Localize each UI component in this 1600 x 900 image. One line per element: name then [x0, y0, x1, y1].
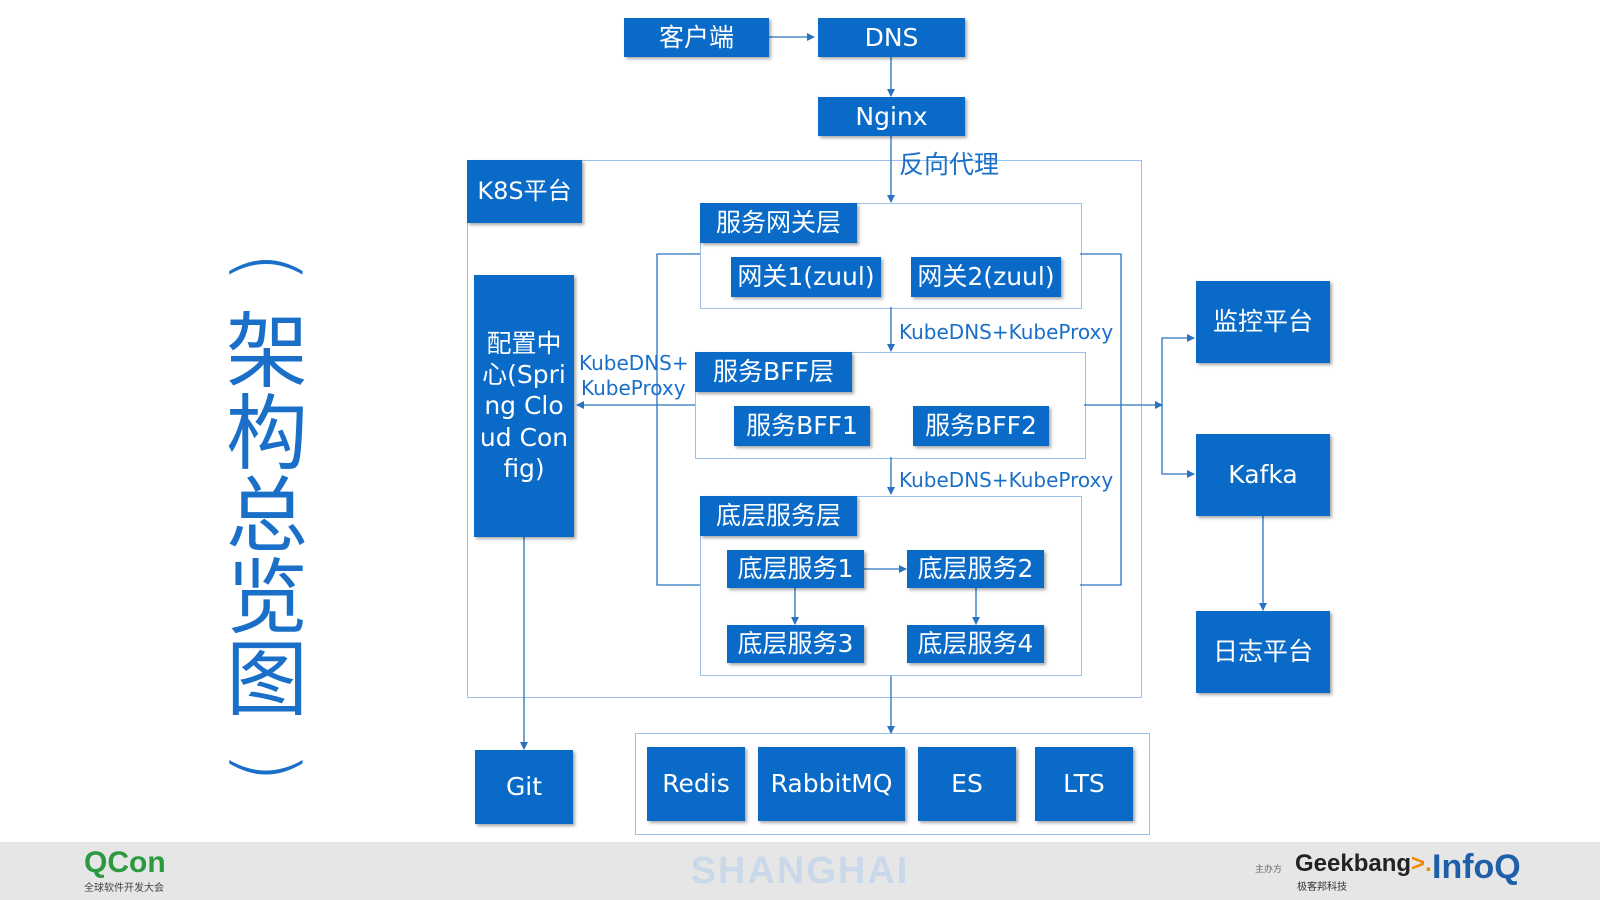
- base-layer-frame: [700, 496, 1082, 676]
- lts-label: LTS: [1063, 769, 1105, 798]
- geekbang-arrow: >.: [1411, 850, 1432, 877]
- qcon-logo: QCon: [84, 846, 166, 879]
- base1-label: 底层服务1: [737, 554, 854, 583]
- vertical-title: ( 架 构 总 览 图 ): [220, 222, 315, 783]
- host-label: 主办方: [1255, 865, 1283, 875]
- config-center-label: 配置中心(Spring Cloud Config): [479, 328, 569, 483]
- kube-config-label-1: KubeDNS+: [579, 351, 689, 375]
- git-label: Git: [505, 772, 543, 801]
- dns-node: DNS: [818, 18, 965, 57]
- bff2-node: 服务BFF2: [913, 406, 1049, 446]
- bff1-label: 服务BFF1: [746, 411, 858, 440]
- reverse-proxy-label: 反向代理: [899, 150, 1000, 179]
- geekbang-logo: Geekbang>.: [1295, 852, 1432, 876]
- title-char-3: 总: [225, 469, 308, 564]
- dns-label: DNS: [864, 22, 919, 52]
- kube-label-1: KubeDNS+KubeProxy: [899, 320, 1114, 344]
- base2-label: 底层服务2: [917, 554, 1034, 583]
- lts-node: LTS: [1035, 747, 1133, 821]
- base1-node: 底层服务1: [727, 550, 864, 588]
- bff2-label: 服务BFF2: [925, 411, 1037, 440]
- kafka-node: Kafka: [1196, 434, 1330, 516]
- monitor-label: 监控平台: [1212, 307, 1313, 336]
- client-label: 客户端: [658, 22, 734, 52]
- edge-layers-config: [577, 253, 700, 586]
- base-layer-title: 底层服务层: [700, 496, 857, 536]
- redis-label: Redis: [662, 769, 730, 798]
- bff-layer-title: 服务BFF层: [695, 352, 852, 392]
- es-label: ES: [951, 769, 983, 798]
- edge-layers-right: [1080, 253, 1162, 586]
- kafka-label: Kafka: [1228, 460, 1298, 489]
- footer-bar: QCon 全球软件开发大会 SHANGHAI 主办方 Geekbang>. 极客…: [0, 842, 1600, 900]
- nginx-label: Nginx: [855, 101, 928, 131]
- geekbang-subtitle: 极客邦科技: [1297, 882, 1347, 893]
- config-center-node: 配置中心(Spring Cloud Config): [474, 275, 574, 537]
- rabbitmq-label: RabbitMQ: [770, 769, 893, 798]
- nginx-node: Nginx: [818, 97, 965, 136]
- gateway1-node: 网关1(zuul): [731, 257, 881, 297]
- k8s-platform-label: K8S平台: [467, 160, 582, 223]
- log-node: 日志平台: [1196, 611, 1330, 693]
- qcon-subtitle: 全球软件开发大会: [84, 883, 164, 894]
- bff-layer-label: 服务BFF层: [713, 357, 834, 386]
- base4-label: 底层服务4: [917, 629, 1034, 658]
- edge-to-kafka: [1161, 405, 1195, 478]
- gateway2-node: 网关2(zuul): [911, 257, 1061, 297]
- kube-label-2: KubeDNS+KubeProxy: [899, 468, 1114, 492]
- base-layer-label: 底层服务层: [715, 501, 841, 530]
- gateway-layer-label: 服务网关层: [715, 208, 841, 237]
- kube-config-label-2: KubeProxy: [581, 376, 686, 400]
- base3-label: 底层服务3: [737, 629, 854, 658]
- redis-node: Redis: [647, 747, 745, 821]
- title-char-2: 构: [225, 387, 308, 482]
- base2-node: 底层服务2: [907, 550, 1044, 588]
- title-char-1: 架: [225, 305, 308, 400]
- k8s-label: K8S平台: [477, 177, 572, 206]
- edge-to-monitor: [1161, 334, 1195, 405]
- base4-node: 底层服务4: [907, 625, 1044, 663]
- es-node: ES: [918, 747, 1016, 821]
- bff1-node: 服务BFF1: [734, 406, 870, 446]
- base3-node: 底层服务3: [727, 625, 864, 663]
- geekbang-text: Geekbang: [1295, 850, 1412, 877]
- git-node: Git: [475, 750, 573, 824]
- k8s-frame: [467, 160, 1142, 698]
- rabbitmq-node: RabbitMQ: [758, 747, 905, 821]
- city-watermark: SHANGHAI: [690, 850, 910, 892]
- monitor-node: 监控平台: [1196, 281, 1330, 363]
- client-node: 客户端: [624, 18, 769, 57]
- title-char-5: 图: [225, 633, 308, 728]
- infoq-logo: InfoQ: [1432, 848, 1521, 886]
- title-char-4: 览: [225, 551, 308, 646]
- gateway1-label: 网关1(zuul): [737, 262, 875, 291]
- gateway-layer-title: 服务网关层: [700, 203, 857, 243]
- log-label: 日志平台: [1212, 637, 1313, 666]
- gateway2-label: 网关2(zuul): [917, 262, 1055, 291]
